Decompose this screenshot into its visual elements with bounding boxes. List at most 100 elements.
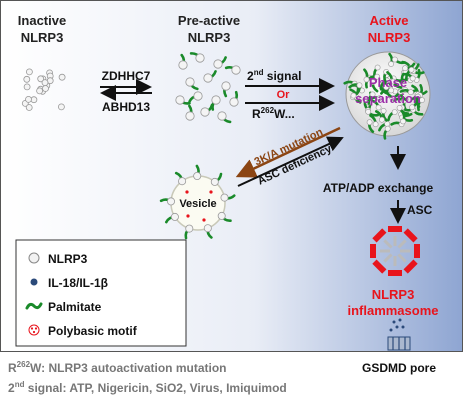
nlrp3-condensed [409, 75, 416, 82]
nlrp3-palmitoylated [185, 111, 195, 121]
nlrp3-icon [28, 252, 40, 264]
vesicle-nlrp3 [178, 177, 187, 186]
nlrp3-condensed [402, 65, 408, 72]
mutation-return-arrow [235, 126, 341, 178]
vesicle-nlrp3 [166, 197, 175, 206]
vesicle-nlrp3 [210, 177, 219, 186]
inactive-nlrp3-cluster [21, 68, 66, 111]
nlrp3-monomer [58, 103, 65, 111]
nlrp3-monomer [23, 75, 31, 83]
nlrp3-palmitoylated [195, 53, 205, 63]
nlrp3-palmitoylated [178, 60, 188, 70]
active-title-line2: NLRP3 [368, 30, 411, 45]
nlrp3-condensed [375, 104, 382, 111]
nlrp3-palmitoylated [193, 91, 203, 101]
nlrp3-monomer [37, 75, 45, 83]
polybasic-dot [209, 190, 213, 194]
nlrp3-condensed [408, 66, 415, 73]
nlrp3-palmitoylated [221, 81, 231, 91]
nlrp3-subunit [403, 259, 418, 274]
nlrp3-palmitoylated [200, 107, 210, 117]
nlrp3-palmitoylated [213, 59, 223, 69]
asc-spoke [383, 253, 393, 263]
nlrp3-subunit [370, 244, 376, 258]
nlrp3-palmitoylated [175, 95, 185, 105]
zdhhc7-label: ZDHHC7 [102, 69, 151, 83]
nlrp3-condensed [350, 92, 357, 99]
asc-spoke [397, 239, 407, 249]
nlrp3-condensed [391, 56, 398, 63]
preactive-title-line1: Pre-active [178, 13, 240, 28]
asc-label: ASC [407, 203, 433, 217]
footnote-r262w: R262W: NLRP3 autoactivation mutation [8, 360, 226, 375]
vesicle-nlrp3 [217, 211, 226, 220]
polybasic-dot [186, 214, 190, 218]
nlrp3-condensed [388, 87, 395, 94]
nlrp3-monomer [23, 83, 31, 91]
atp-adp-exchange-label: ATP/ADP exchange [323, 181, 434, 195]
nlrp3-condensed [372, 121, 379, 128]
nlrp3-condensed [407, 89, 414, 96]
nlrp3-condensed [396, 105, 403, 111]
il18-il1b-icon [30, 278, 38, 286]
legend-box [15, 239, 187, 347]
active-title-line1: Active [369, 13, 408, 28]
gsdmd-pore-label: GSDMD pore [362, 361, 436, 375]
gsdmd-pore-icon [387, 318, 411, 351]
nlrp3-condensed [400, 118, 406, 125]
inactive-title-line2: NLRP3 [21, 30, 64, 45]
nlrp3-condensed [366, 119, 373, 126]
asc-spoke [383, 239, 393, 249]
preactive-nlrp3-cluster [175, 52, 241, 124]
nlrp3-subunit [372, 259, 387, 274]
polybasic-dot [202, 218, 206, 222]
legend-item-palmitate: Palmitate [25, 300, 102, 314]
nlrp3-palmitoylated [211, 95, 221, 105]
inflammasome-ring [370, 226, 420, 276]
vesicle-nlrp3 [193, 171, 202, 180]
nlrp3-palmitoylated [229, 97, 239, 107]
nlrp3-condensed [409, 104, 415, 111]
legend-label-il18: IL-18/IL-1β [48, 276, 108, 290]
polybasic-dot [185, 190, 189, 194]
nlrp3-subunit [372, 228, 387, 243]
palmitate-icon [25, 302, 43, 310]
nlrp3-condensed [369, 79, 376, 85]
nlrp3-palmitoylated [231, 65, 241, 75]
vesicle-nlrp3 [159, 164, 236, 240]
legend-label-polybasic: Polybasic motif [48, 324, 138, 338]
inflammasome-label-line1: NLRP3 [372, 287, 415, 302]
preactive-title-line2: NLRP3 [188, 30, 231, 45]
nlrp3-monomer [25, 104, 33, 111]
nlrp3-condensed [365, 108, 372, 115]
legend-item-nlrp3: NLRP3 [28, 252, 88, 266]
vesicle-nlrp3 [203, 224, 212, 233]
nlrp3-monomer [25, 68, 33, 76]
abhd13-label: ABHD13 [102, 100, 150, 114]
legend-label-nlrp3: NLRP3 [48, 252, 88, 266]
nlrp3-subunit [388, 270, 402, 276]
nlrp3-condensed [388, 61, 394, 67]
asc-spoke [397, 253, 407, 263]
nlrp3-palmitoylated [185, 77, 195, 87]
nlrp3-subunit [403, 228, 418, 243]
nlrp3-condensed [390, 78, 397, 85]
nlrp3-subunit [388, 226, 402, 232]
nlrp3-condensed [383, 84, 390, 91]
legend-label-palmitate: Palmitate [48, 300, 102, 314]
nlrp3-monomer [25, 96, 32, 103]
nlrp3-condensed [391, 109, 398, 115]
phase-label-line1: Phase [369, 75, 407, 90]
nlrp3-condensed [374, 64, 381, 71]
second-signal-label: 2nd signal [247, 68, 301, 83]
nlrp3-monomer [42, 85, 49, 92]
nlrp3-condensed [419, 97, 425, 103]
nlrp3-palmitoylated [217, 111, 227, 121]
asc-deficiency-arrow [237, 136, 344, 187]
inactive-title-line1: Inactive [18, 13, 66, 28]
footnote-second-signal: 2nd signal: ATP, Nigericin, SiO2, Virus,… [8, 380, 287, 395]
r262w-label: R262W... [252, 106, 295, 121]
vesicle-nlrp3 [170, 212, 179, 221]
nlrp3-condensed [378, 116, 385, 123]
